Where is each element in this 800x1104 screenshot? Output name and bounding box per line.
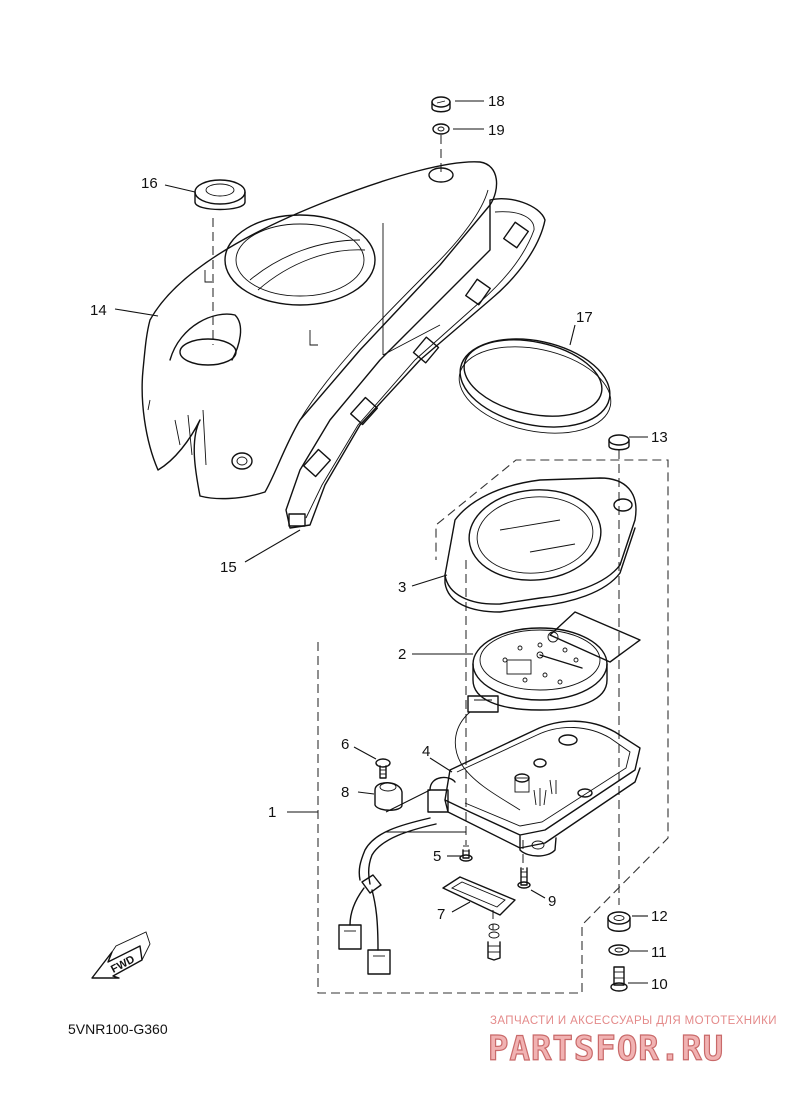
meter-case-part-3 [444, 477, 637, 613]
meter-cover-part-14 [141, 161, 498, 500]
callout-2: 2 [398, 646, 406, 663]
clamp-part-8 [374, 782, 403, 811]
watermark-tagline: ЗАПЧАСТИ И АКСЕССУАРЫ ДЛЯ МОТОТЕХНИКИ [490, 1015, 777, 1027]
callout-7: 7 [437, 906, 445, 923]
meter-bottom-case-part-4 [427, 711, 641, 857]
leader-lines [114, 100, 648, 984]
callout-19: 19 [488, 122, 505, 139]
callout-13: 13 [651, 429, 668, 446]
callout-6: 6 [341, 736, 349, 753]
callout-16: 16 [141, 175, 158, 192]
gasket-part-7 [442, 876, 516, 961]
washer-part-19 [432, 123, 450, 135]
callout-15: 15 [220, 559, 237, 576]
callout-9: 9 [548, 893, 556, 910]
screw-part-9 [517, 867, 531, 889]
watermark-brand: PARTSFOR.RU [488, 1029, 724, 1069]
bolt-part-10 [610, 966, 628, 992]
callout-10: 10 [651, 976, 668, 993]
callout-3: 3 [398, 579, 406, 596]
assembly-outline [317, 459, 669, 994]
callout-5: 5 [433, 848, 441, 865]
ring-gasket-part-17 [458, 338, 612, 434]
meter-assembly-part-2 [467, 611, 641, 713]
callout-14: 14 [90, 302, 107, 319]
watermark: ЗАПЧАСТИ И АКСЕССУАРЫ ДЛЯ МОТОТЕХНИКИ PA… [487, 1015, 777, 1070]
callout-1: 1 [268, 804, 276, 821]
screw-part-18 [431, 96, 451, 113]
screw-part-5 [459, 845, 473, 862]
collar-part-11 [608, 944, 630, 956]
callout-17: 17 [576, 309, 593, 326]
callout-4: 4 [422, 743, 430, 760]
grommet-part-13 [608, 434, 630, 451]
callout-8: 8 [341, 784, 349, 801]
wire-harness [338, 817, 437, 975]
callout-18: 18 [488, 93, 505, 110]
grommet-part-12 [607, 911, 631, 932]
fwd-arrow-icon: FWD [91, 931, 151, 979]
meter-panel-part-15 [285, 198, 546, 529]
screw-part-6 [375, 758, 391, 779]
callout-12: 12 [651, 908, 668, 925]
fwd-label: FWD [109, 953, 137, 975]
callout-11: 11 [651, 944, 667, 961]
grommet-part-16 [194, 179, 246, 211]
diagram-code: 5VNR100-G360 [68, 1021, 168, 1037]
